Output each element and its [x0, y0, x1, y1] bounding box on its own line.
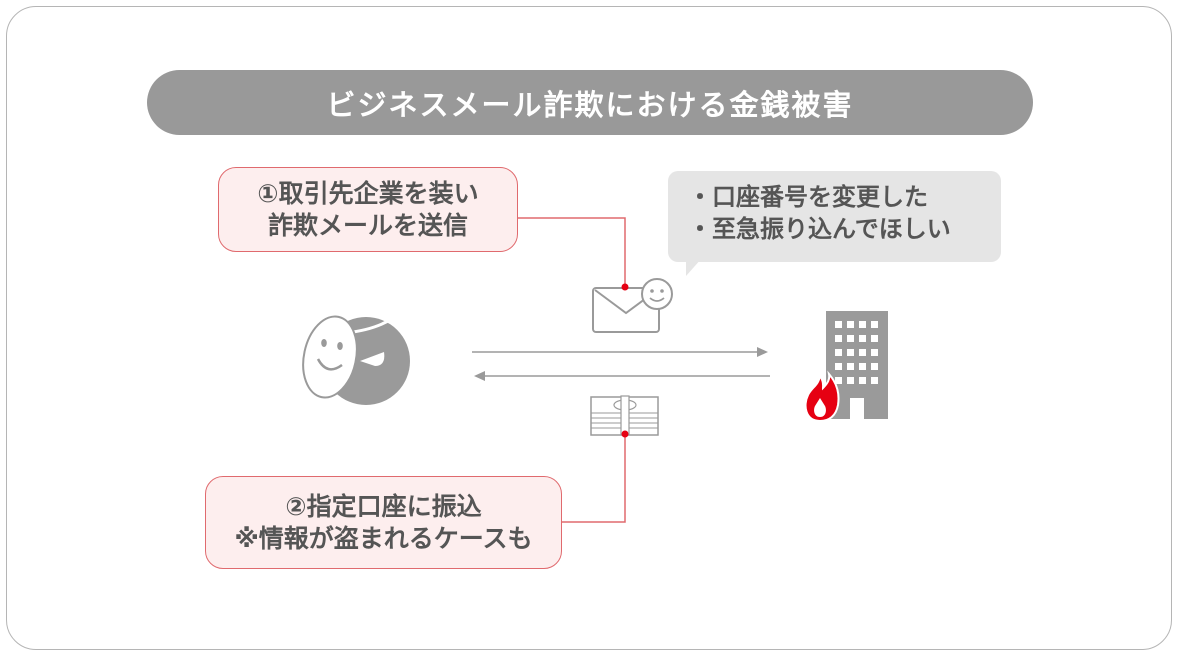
- bubble-line-2: ・至急振り込んでほしい: [688, 215, 951, 244]
- step2-line-2: ※情報が盗まれるケースも: [234, 523, 533, 553]
- step2-connector: [562, 434, 626, 523]
- step2-callout: ②指定口座に振込 ※情報が盗まれるケースも: [205, 476, 562, 569]
- step1-connector: [518, 217, 626, 287]
- arrow-left-icon: [474, 371, 770, 381]
- company-building-on-fire-icon: [804, 311, 888, 423]
- masked-attacker-icon: [302, 315, 410, 405]
- step1-connector-dot: [621, 283, 629, 291]
- step2-line-1: ②指定口座に振込: [285, 492, 482, 522]
- arrow-right-icon: [472, 347, 768, 357]
- step1-line-2: 詐欺メールを送信: [267, 210, 468, 240]
- envelope-with-smiley-icon: [592, 278, 673, 333]
- message-bubble: ・口座番号を変更した ・至急振り込んでほしい: [668, 171, 1001, 262]
- step2-connector-dot: [621, 430, 629, 438]
- bubble-tail: [686, 258, 702, 276]
- step1-callout: ①取引先企業を装い 詐欺メールを送信: [218, 167, 518, 252]
- step1-line-1: ①取引先企業を装い: [257, 179, 479, 209]
- banknote-bundle-icon: [590, 395, 659, 436]
- page-title: ビジネスメール詐欺における金銭被害: [147, 70, 1033, 135]
- page-title-text: ビジネスメール詐欺における金銭被害: [326, 87, 854, 122]
- bubble-line-1: ・口座番号を変更した: [688, 183, 928, 211]
